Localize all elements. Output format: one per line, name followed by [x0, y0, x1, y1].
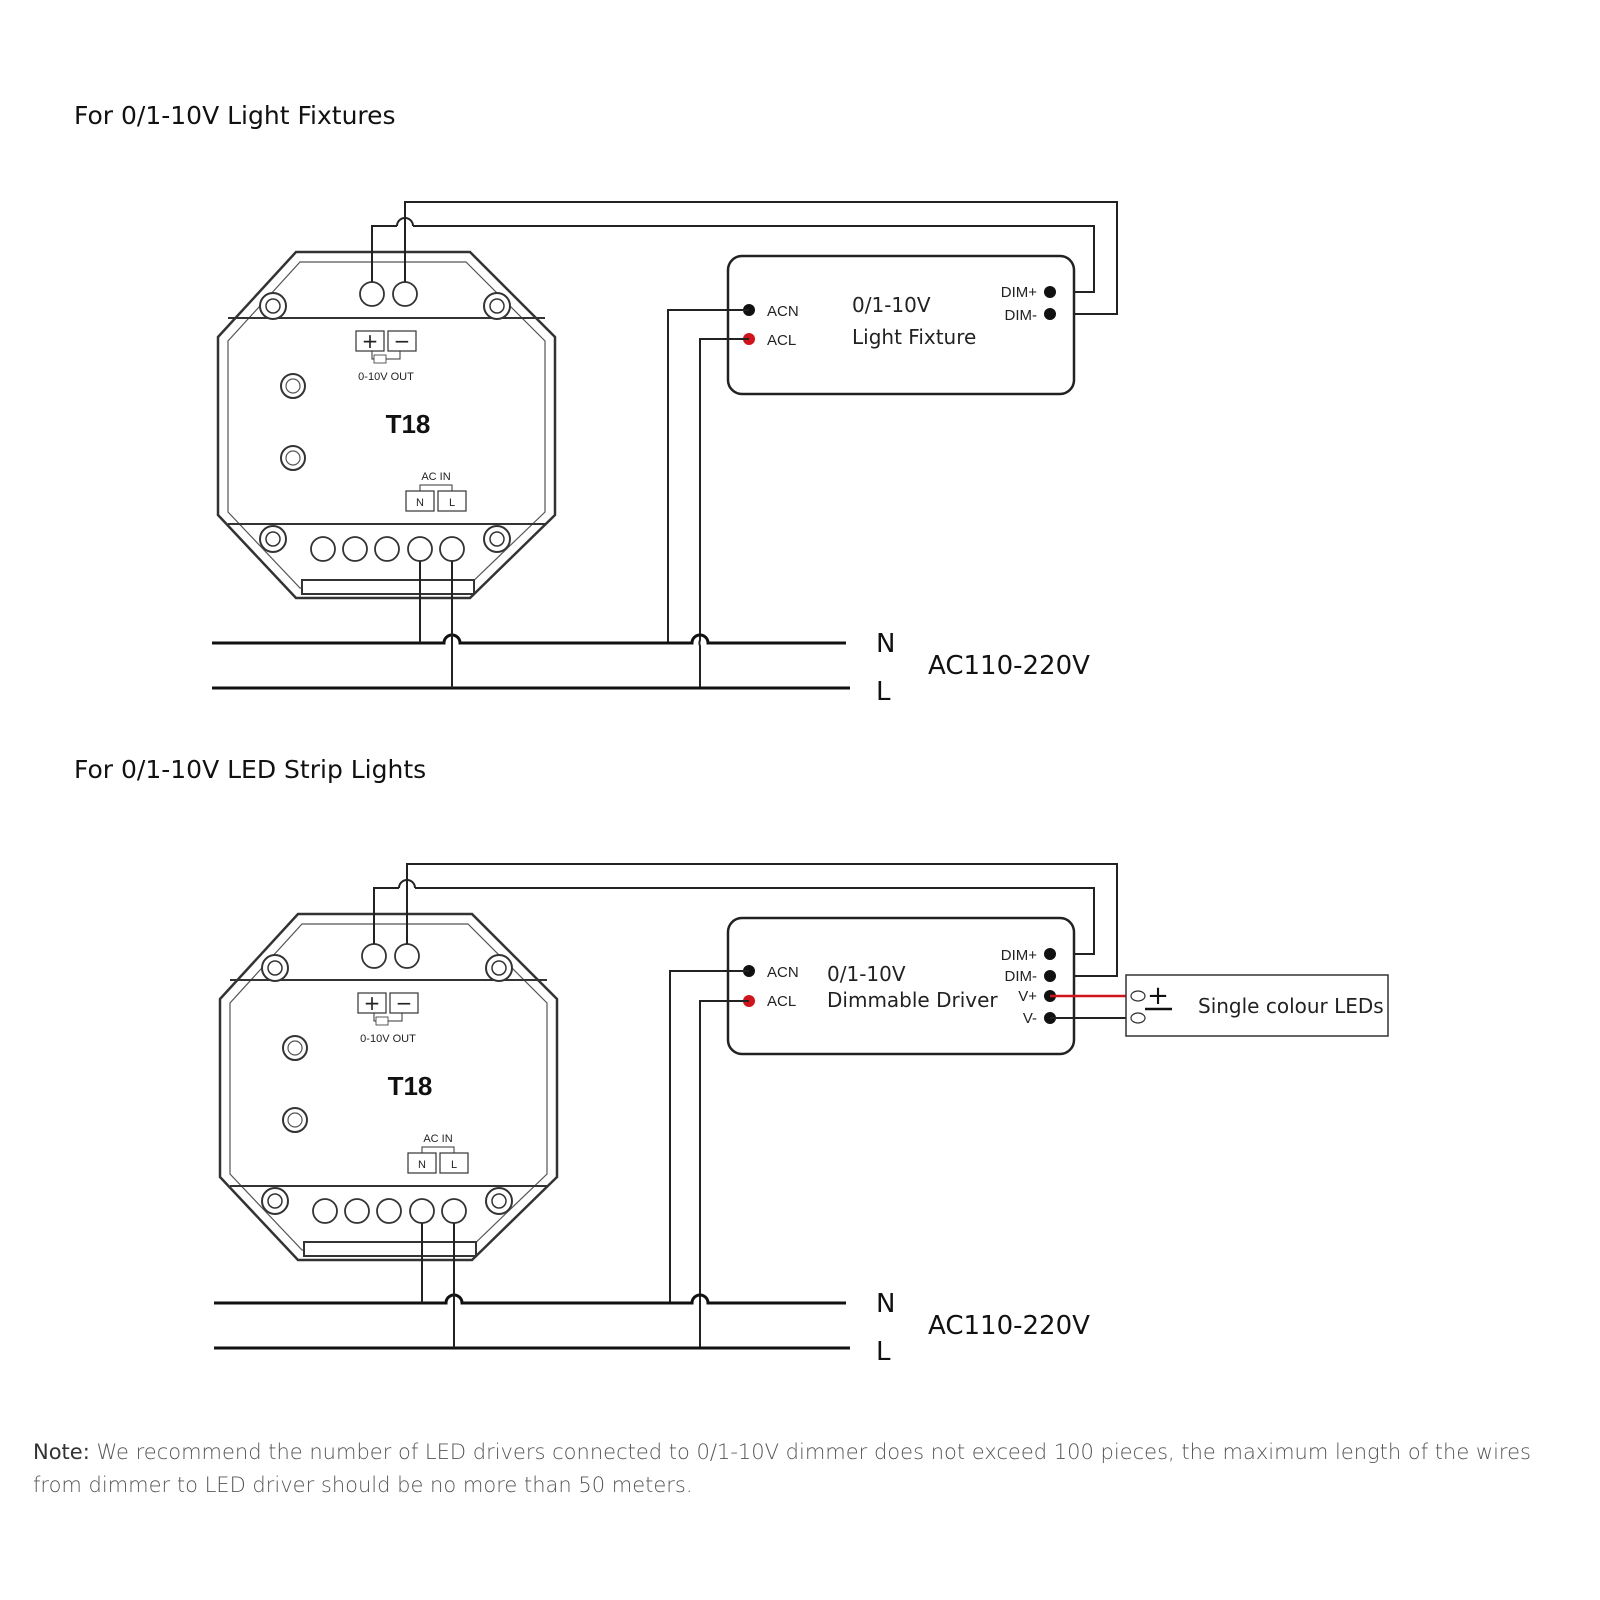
wire-port	[407, 536, 433, 562]
controller-model: T18	[388, 1071, 433, 1101]
led-strip-box: + Single colour LEDs	[1125, 974, 1389, 1037]
led-label: Single colour LEDs	[1198, 994, 1384, 1018]
output-label: 0-10V OUT	[360, 1033, 416, 1045]
note-text: We recommend the number of LED drivers c…	[33, 1440, 1531, 1497]
mounting-screw-icon	[261, 1187, 289, 1215]
acn-label: ACN	[767, 964, 799, 981]
wire-port	[394, 943, 420, 969]
acn-label: ACN	[767, 303, 799, 320]
mounting-screw-icon	[261, 954, 289, 982]
dim-minus-terminal-dot	[1044, 970, 1056, 982]
mains-l-label: L	[876, 1337, 891, 1367]
wire-port	[310, 536, 336, 562]
wire-port	[312, 1198, 338, 1224]
load-name-line1: 0/1-10V	[852, 293, 931, 317]
dim-plus-terminal-dot	[1044, 286, 1056, 298]
section-2-title: For 0/1-10V LED Strip Lights	[74, 755, 426, 784]
mounting-screw-icon	[485, 954, 513, 982]
section-1: For 0/1-10V Light Fixtures	[74, 101, 1118, 707]
v-plus-label: V+	[1018, 988, 1037, 1005]
output-label: 0-10V OUT	[358, 371, 414, 383]
mounting-screw-icon	[259, 525, 287, 553]
wire-port	[359, 281, 385, 307]
wire-port	[409, 1198, 435, 1224]
mains-n-label: N	[876, 629, 895, 659]
wire-port	[376, 1198, 402, 1224]
dimmable-driver-box: ACN ACL 0/1-10V Dimmable Driver DIM+ DIM…	[726, 916, 1076, 1056]
dim-plus-label: DIM+	[1001, 284, 1037, 301]
wire-port	[392, 281, 418, 307]
dim-minus-terminal-dot	[1044, 308, 1056, 320]
v-minus-label: V-	[1023, 1010, 1037, 1027]
ac-in-l-label: L	[449, 497, 455, 509]
led-positive-connector	[1130, 990, 1146, 1002]
mains-voltage-label: AC110-220V	[928, 1311, 1090, 1341]
controller-model: T18	[386, 409, 431, 439]
acl-label: ACL	[767, 993, 796, 1010]
load-name-line2: Light Fixture	[852, 325, 976, 349]
wire-port	[374, 536, 400, 562]
output-plus-label: +	[364, 991, 381, 1015]
ac-in-n-label: N	[418, 1159, 426, 1171]
ac-in-label: AC IN	[423, 1133, 452, 1145]
output-minus-label: −	[396, 991, 413, 1015]
ac-in-terminal: AC IN N L	[407, 1133, 469, 1174]
output-minus-label: −	[394, 329, 411, 353]
mains-voltage-label: AC110-220V	[928, 651, 1090, 681]
output-terminal: + − 0-10V OUT	[355, 329, 417, 383]
controller-2: + − 0-10V OUT T18 AC IN N L	[218, 912, 559, 1262]
led-plus-sign: +	[1147, 981, 1169, 1011]
mains-n-label: N	[876, 1289, 895, 1319]
wire-port	[344, 1198, 370, 1224]
light-fixture-box: ACN ACL 0/1-10V Light Fixture DIM+ DIM-	[726, 254, 1076, 396]
ac-in-n-label: N	[416, 497, 424, 509]
mains-l-label: L	[876, 677, 891, 707]
output-terminal: + − 0-10V OUT	[357, 991, 419, 1045]
ac-in-l-label: L	[451, 1159, 457, 1171]
wire-port	[361, 943, 387, 969]
output-plus-label: +	[362, 329, 379, 353]
wire-port	[342, 536, 368, 562]
dim-minus-label: DIM-	[1005, 968, 1038, 985]
note-prefix: Note:	[33, 1440, 90, 1464]
dim-plus-terminal-dot	[1044, 948, 1056, 960]
mounting-screw-icon	[483, 525, 511, 553]
dim-minus-label: DIM-	[1005, 307, 1038, 324]
ac-in-label: AC IN	[421, 471, 450, 483]
section-2: For 0/1-10V LED Strip Lights	[74, 755, 1389, 1367]
mounting-screw-icon	[483, 292, 511, 320]
load-name-line1: 0/1-10V	[827, 962, 906, 986]
mounting-screw-icon	[485, 1187, 513, 1215]
acl-label: ACL	[767, 332, 796, 349]
load-name-line2: Dimmable Driver	[827, 988, 998, 1012]
dim-plus-label: DIM+	[1001, 947, 1037, 964]
section-1-title: For 0/1-10V Light Fixtures	[74, 101, 396, 130]
wire-port	[441, 1198, 467, 1224]
wire-port	[439, 536, 465, 562]
ac-in-terminal: AC IN N L	[405, 471, 467, 512]
led-negative-connector	[1130, 1012, 1146, 1024]
mounting-screw-icon	[259, 292, 287, 320]
note-paragraph: Note: We recommend the number of LED dri…	[33, 1436, 1573, 1502]
controller-1: + − 0-10V OUT T18 AC IN N L	[216, 250, 557, 600]
